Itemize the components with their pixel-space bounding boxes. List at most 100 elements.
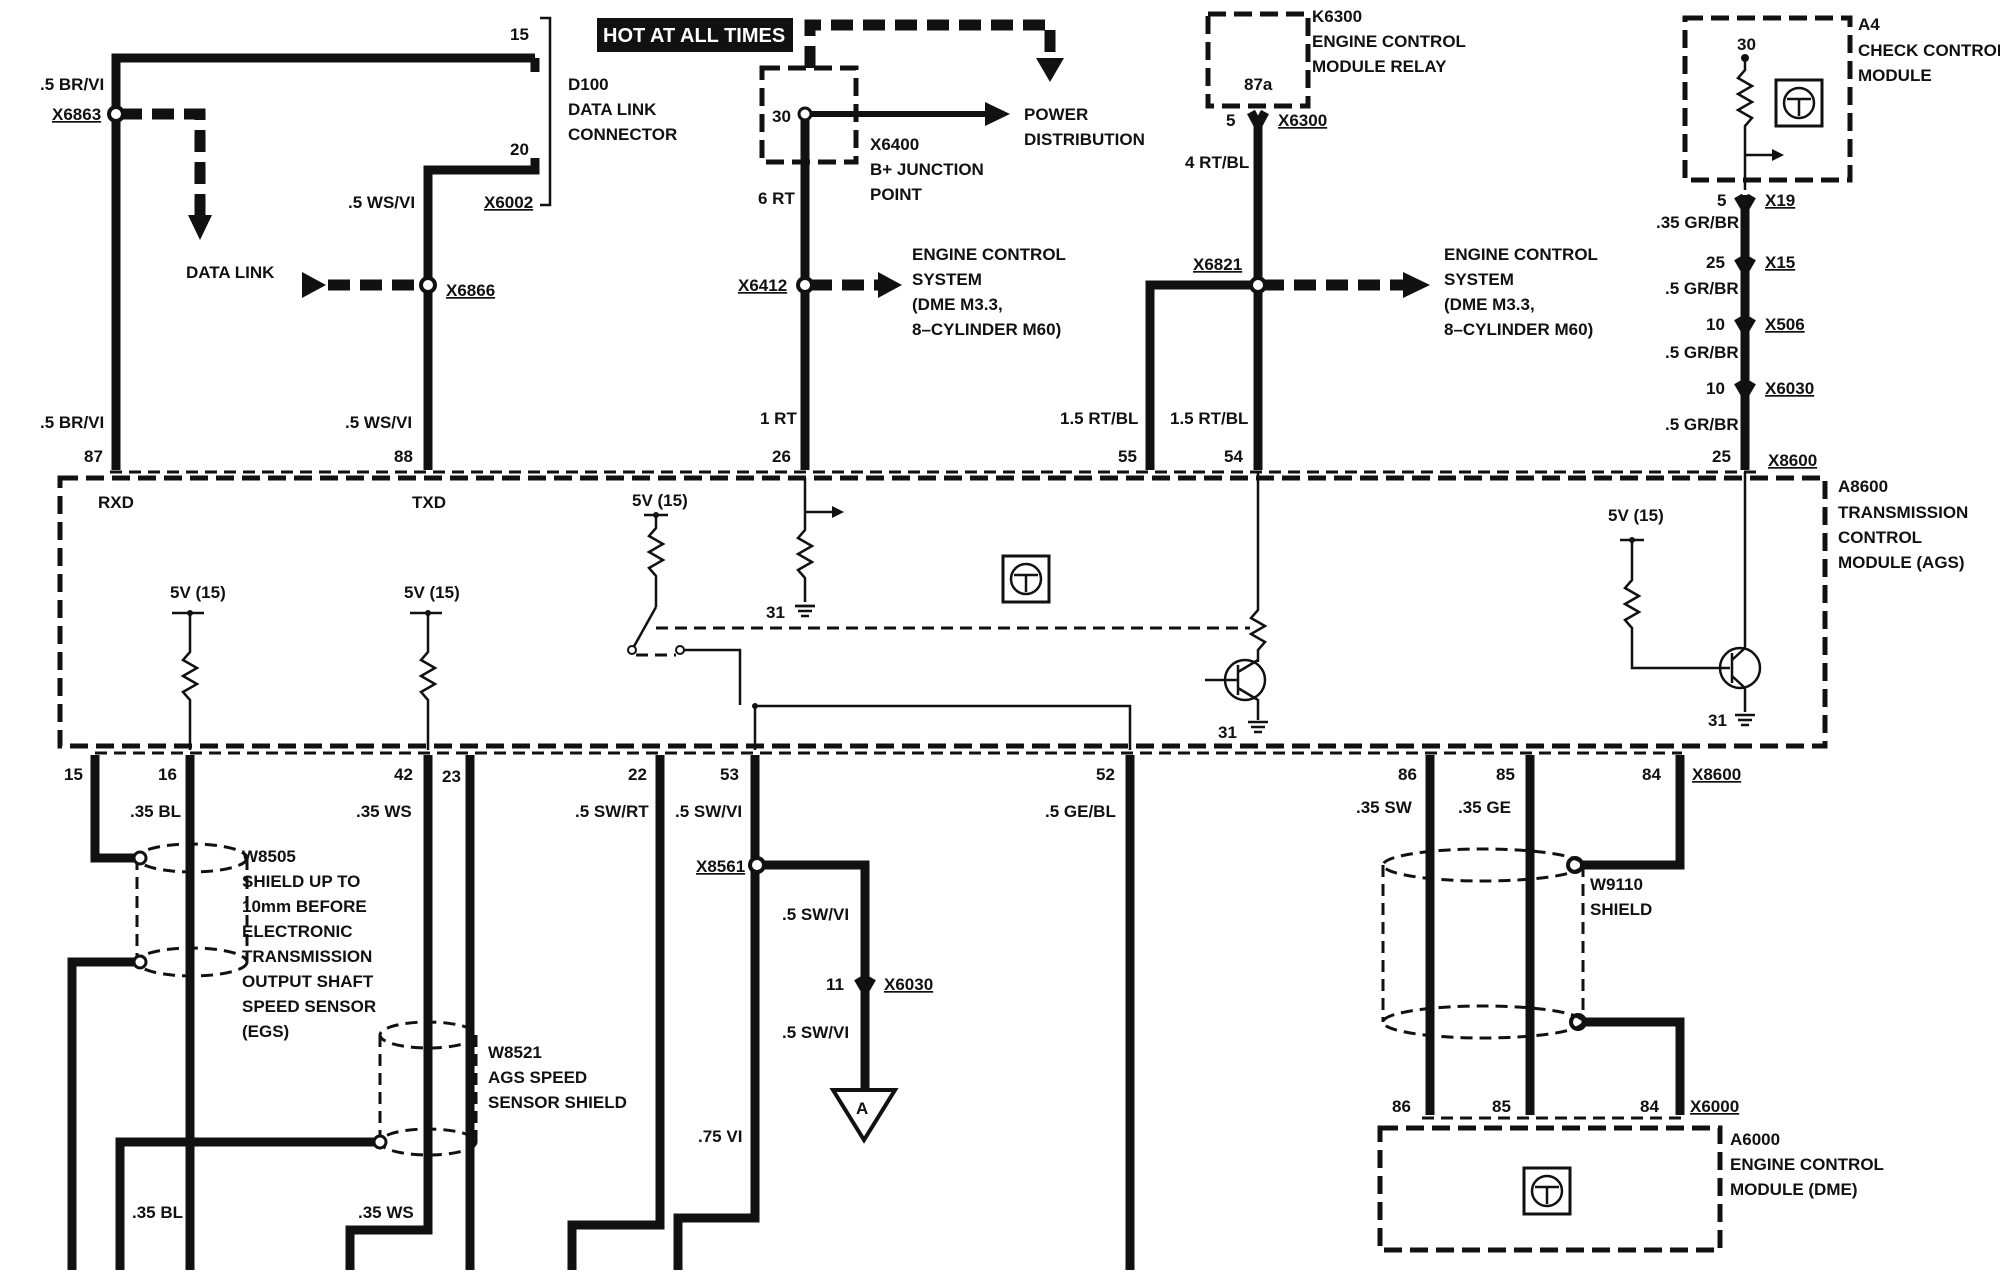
w8521-label: AGS SPEED (488, 1068, 587, 1087)
pin-label: 42 (394, 765, 413, 784)
pin-label: 54 (1224, 447, 1243, 466)
arrow-right-icon (1772, 149, 1784, 161)
wire-label: .5 GR/BR (1665, 415, 1739, 434)
k6300-relay-outline (1205, 11, 1311, 109)
wire-label: .5 SW/VI (782, 1023, 849, 1042)
w8505-label: ELECTRONIC (242, 922, 353, 941)
ecs-label: SYSTEM (912, 270, 982, 289)
x6400-label: POINT (870, 185, 923, 204)
a4-label: A4 (1858, 15, 1880, 34)
wire-84 (1575, 755, 1685, 870)
wire-label: .5 BR/VI (40, 413, 104, 432)
k6300-label: K6300 (1312, 7, 1362, 26)
pin-label: 25 (1706, 253, 1725, 272)
wire-ws-vi (423, 158, 540, 470)
wire-label: .35 SW (1356, 798, 1413, 817)
wire-label: .5 WS/VI (345, 413, 412, 432)
connector-label: X506 (1765, 315, 1805, 334)
arrow-right-icon (985, 102, 1010, 126)
wire-label: .5 SW/VI (782, 905, 849, 924)
wire-35ws (345, 755, 433, 1270)
wire-label: .35 BL (132, 1203, 183, 1222)
inner-node (752, 703, 758, 709)
x6030-chevron (854, 975, 876, 999)
wire-label: .35 WS (358, 1203, 414, 1222)
ground-label: 31 (1708, 711, 1727, 730)
a4-label: CHECK CONTROL (1858, 41, 2000, 60)
ecs-label: 8–CYLINDER M60) (1444, 320, 1593, 339)
connector-label: X6000 (1690, 1097, 1739, 1116)
wire-label: .5 GR/BR (1665, 343, 1739, 362)
pin-label: 86 (1398, 765, 1417, 784)
a8600-label: A8600 (1838, 477, 1888, 496)
supply-label: 5V (15) (632, 491, 688, 510)
pin-label: 30 (1737, 35, 1756, 54)
d100-label: DATA LINK (568, 100, 657, 119)
connector-label: X19 (1765, 191, 1795, 210)
pin-label: 22 (628, 765, 647, 784)
pin-label: 5 (1717, 191, 1726, 210)
supply-label: 5V (15) (1608, 506, 1664, 525)
ecs-label: 8–CYLINDER M60) (912, 320, 1061, 339)
connector-label: X6863 (52, 105, 101, 124)
wire-label: .5 BR/VI (40, 75, 104, 94)
x6400-label: X6400 (870, 135, 919, 154)
wire-label: .35 GR/BR (1656, 213, 1739, 232)
wire-label: .5 GR/BR (1665, 279, 1739, 298)
wire-label: 1.5 RT/BL (1170, 409, 1248, 428)
pin-label: 23 (442, 767, 461, 786)
a8600-label: TRANSMISSION (1838, 503, 1968, 522)
wire-label: .35 GE (1458, 798, 1511, 817)
hot-flow (804, 19, 1056, 68)
a4-resistor (1735, 58, 1755, 190)
wire-label: 6 RT (758, 189, 795, 208)
arrow-down-icon (188, 215, 212, 240)
ecs-label: ENGINE CONTROL (1444, 245, 1598, 264)
arrow-right-icon (1403, 272, 1430, 298)
offpage-label: A (856, 1099, 868, 1118)
hot-at-all-times-banner (597, 18, 793, 52)
wire-swvi (673, 755, 760, 1270)
w8505-label: OUTPUT SHAFT (242, 972, 374, 991)
wire-label: .5 GE/BL (1045, 802, 1116, 821)
supply-label: 5V (15) (404, 583, 460, 602)
pin16-pullup (172, 610, 204, 750)
connector-label: X6002 (484, 193, 533, 212)
pin-label: 10 (1706, 315, 1725, 334)
splice-x6412 (796, 276, 814, 294)
pin-label: 84 (1640, 1097, 1659, 1116)
w9110-label: W9110 (1590, 875, 1643, 894)
connector-label: X6030 (1765, 379, 1814, 398)
hot-at-all-times-label: HOT AT ALL TIMES (603, 25, 785, 47)
d100-label: D100 (568, 75, 609, 94)
connector-label: X15 (1765, 253, 1795, 272)
power-label: POWER (1024, 105, 1088, 124)
wire-label: .5 WS/VI (348, 193, 415, 212)
pin-label: 87a (1244, 75, 1273, 94)
wire-label: .5 SW/RT (575, 802, 649, 821)
wire-15-shield (90, 755, 140, 863)
pin-label: 55 (1118, 447, 1137, 466)
w8521-label: SENSOR SHIELD (488, 1093, 627, 1112)
pin-label: 16 (158, 765, 177, 784)
w9110-shield (1381, 847, 1585, 1040)
a8600-module-outline (57, 475, 1828, 749)
pin-label: 52 (1096, 765, 1115, 784)
a6000-module-outline (1377, 1125, 1723, 1253)
ground-label: 31 (1218, 723, 1237, 742)
wire-15rtbl (1145, 280, 1258, 470)
module-icon (1522, 1166, 1572, 1216)
w9110-label: SHIELD (1590, 900, 1652, 919)
splice-x6821 (1249, 276, 1267, 294)
pin26-pullup (795, 478, 844, 618)
wire-label: 1.5 RT/BL (1060, 409, 1138, 428)
connector-label: X6412 (738, 276, 787, 295)
splice-x6863 (107, 105, 125, 123)
a6000-label: MODULE (DME) (1730, 1180, 1857, 1199)
pin-label: 30 (772, 107, 791, 126)
pin-label: 10 (1706, 379, 1725, 398)
pin-label: 25 (1712, 447, 1731, 466)
pin-label: 86 (1392, 1097, 1411, 1116)
ecs-label: ENGINE CONTROL (912, 245, 1066, 264)
